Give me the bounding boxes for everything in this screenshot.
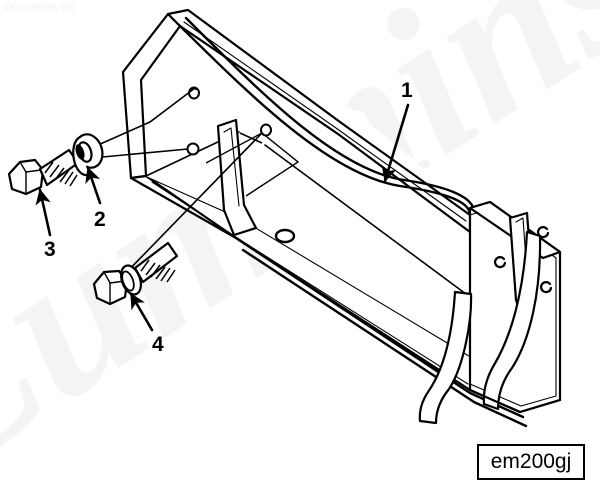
callout-label-1: 1 [401, 79, 413, 102]
bracket-gusset-rib-inner [418, 290, 473, 425]
mounting-hole-right-upper [536, 226, 550, 239]
callout-arrows [35, 103, 410, 332]
flanged-capscrew-threads [140, 259, 176, 283]
hex-head-capscrew [7, 148, 80, 196]
callout-label-2: 2 [94, 208, 106, 231]
callout-label-3: 3 [44, 238, 56, 261]
mounting-hole-mid-left [186, 142, 200, 156]
mounting-hole-right-lower [539, 281, 553, 294]
mounting-hole-base-flange [274, 228, 296, 244]
callout-2-arrow [85, 166, 102, 205]
flanged-capscrew [92, 241, 179, 306]
part-code-box: em200gj [477, 444, 585, 480]
callout-1-arrow [381, 103, 410, 183]
washer [72, 133, 104, 177]
callout-label-4: 4 [152, 333, 164, 356]
flanged-capscrew-shank [133, 241, 179, 284]
copyright-notice: ©Cummins Inc [3, 2, 76, 14]
capscrew-threads [44, 161, 78, 187]
bracket-gusset-rib-right [482, 230, 542, 411]
leader-bolt4-to-hole [120, 132, 263, 279]
part-code-text: em200gj [490, 450, 572, 473]
mounting-hole-right-mid [493, 256, 507, 269]
callout-3-arrow [35, 188, 52, 237]
assembly-leader-lines [59, 87, 300, 279]
bracket-center-gusset-rib [216, 118, 258, 237]
callout-4-arrow [129, 292, 154, 332]
